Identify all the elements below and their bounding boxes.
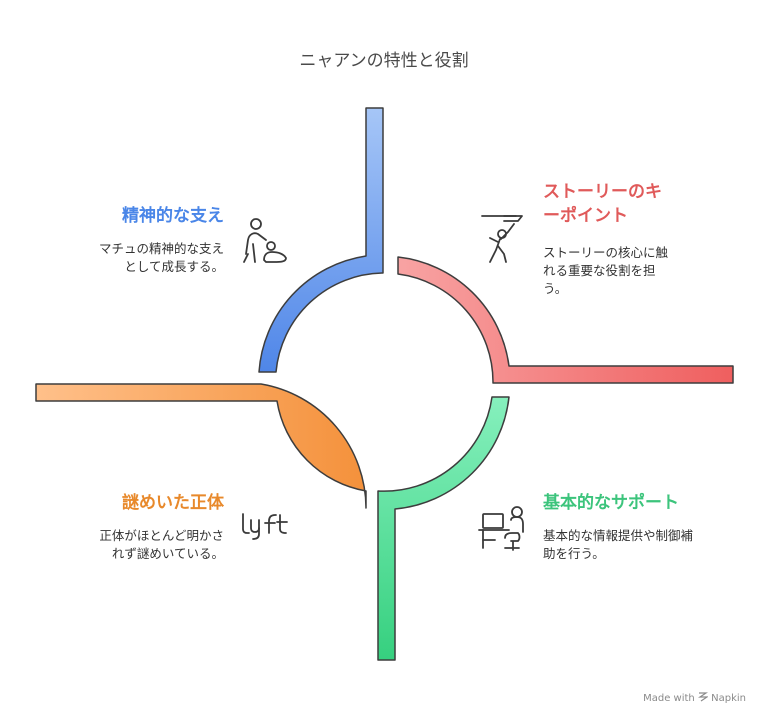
- heading-line: ーポイント: [543, 206, 628, 226]
- desc-bottom-right: 基本的な情報提供や制御補 助を行う。: [543, 527, 693, 563]
- desc-line: 正体がほとんど明かさ: [99, 528, 224, 543]
- desc-top-left: マチュの精神的な支え として成長する。: [99, 240, 224, 276]
- signpost-person-icon: [481, 215, 523, 263]
- desc-line: マチュの精神的な支え: [98, 241, 224, 256]
- caregiver-holding-child-icon: [243, 218, 287, 263]
- desc-bottom-left: 正体がほとんど明かさ れず謎めいている。: [99, 527, 224, 563]
- heading-bottom-left: 謎めいた正体: [122, 493, 224, 513]
- heading-top-left: 精神的な支え: [122, 206, 224, 226]
- desc-line: 助を行う。: [543, 546, 605, 561]
- quadrant-top-right-arc: [397, 256, 734, 384]
- desc-line: れる重要な役割を担: [543, 263, 656, 278]
- desc-top-right: ストーリーの核心に触 れる重要な役割を担 う。: [543, 244, 668, 298]
- person-at-computer-icon: [478, 506, 524, 551]
- lyft-logo-icon: [242, 513, 288, 540]
- quadrant-bottom-left-arc: [35, 383, 367, 509]
- desc-line: ストーリーの核心に触: [543, 245, 669, 260]
- diagram-title: ニャアンの特性と役割: [299, 51, 469, 71]
- desc-line: れず謎めいている。: [111, 546, 224, 561]
- desc-line: う。: [543, 281, 568, 296]
- credit-text: Made with: [643, 693, 695, 704]
- napkin-logo-icon: [697, 692, 709, 702]
- desc-line: 基本的な情報提供や制御補: [543, 528, 694, 543]
- heading-line: ストーリーのキ: [543, 182, 662, 202]
- made-with-credit: Made with Napkin: [643, 691, 746, 704]
- heading-top-right: ストーリーのキ ーポイント: [543, 180, 662, 228]
- quadrant-top-left-arc: [258, 107, 384, 373]
- desc-line: として成長する。: [124, 259, 224, 274]
- heading-bottom-right: 基本的なサポート: [543, 493, 679, 513]
- quadrant-bottom-right-arc: [377, 396, 510, 661]
- credit-brand: Napkin: [711, 693, 746, 704]
